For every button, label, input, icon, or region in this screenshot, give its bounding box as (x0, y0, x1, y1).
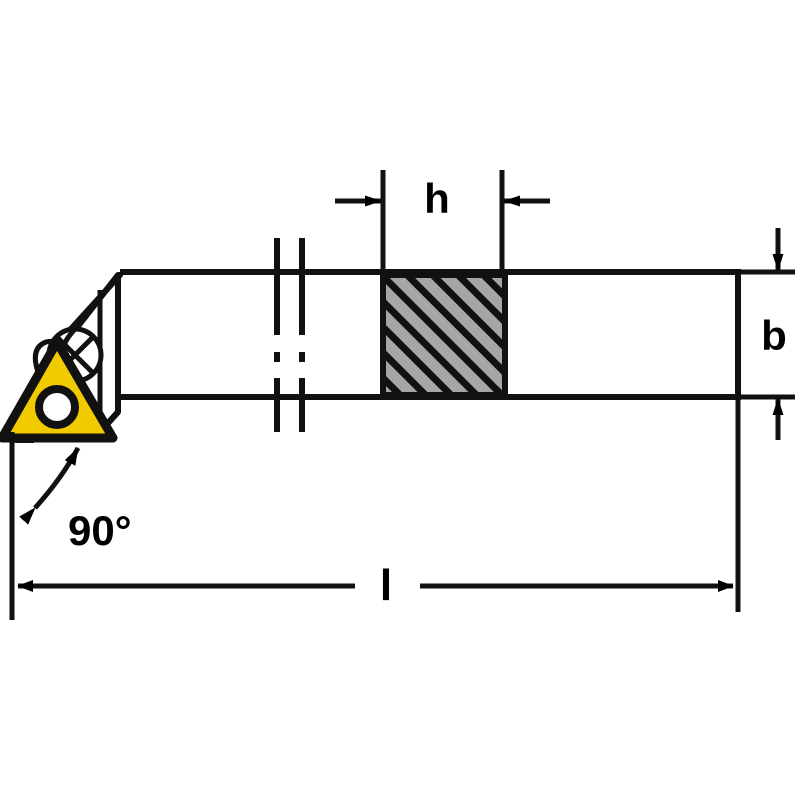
section-hatch (380, 272, 508, 398)
dim-b-label: b (761, 312, 787, 359)
insert (0, 337, 118, 443)
hatch-fill (383, 275, 505, 395)
dim-h-label: h (424, 175, 450, 222)
dimension-l: l (17, 400, 741, 612)
dim-l-label: l (380, 561, 392, 610)
dimension-b: b (736, 228, 795, 440)
break-symbol (274, 238, 305, 432)
angle-arc-arrow (19, 446, 81, 525)
angle-label: 90° (68, 507, 132, 554)
hatch-border (380, 272, 508, 398)
insert-hole (35, 385, 79, 429)
angle-annotation: 90° (9, 432, 132, 620)
dimension-h: h (335, 170, 550, 278)
